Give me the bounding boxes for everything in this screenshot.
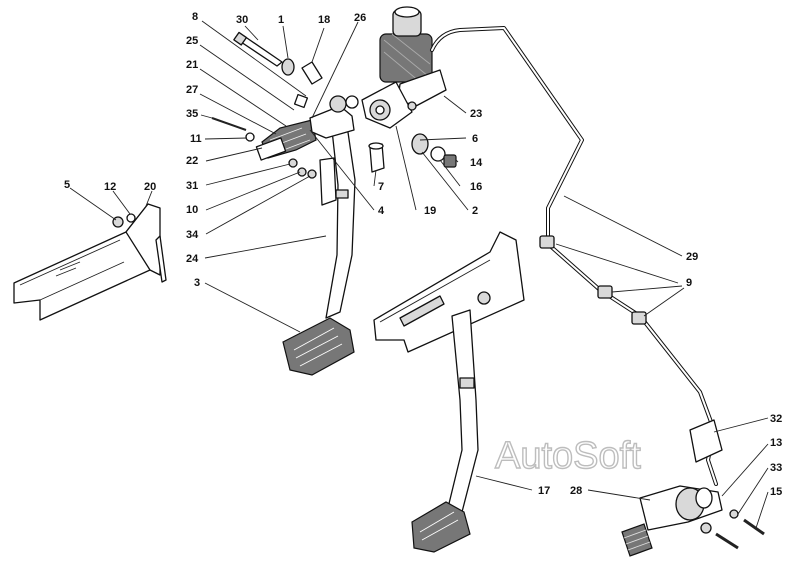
- callout-29: 29: [686, 251, 698, 263]
- callout-30: 30: [236, 14, 248, 26]
- callout-18: 18: [318, 14, 330, 26]
- callout-35: 35: [186, 108, 198, 120]
- slave-cylinder: [621, 485, 765, 557]
- pivot-bolt-parts: [233, 31, 323, 109]
- callout-24: 24: [186, 253, 199, 265]
- callout-34: 34: [186, 229, 199, 241]
- pedal-bracket-left: [13, 203, 167, 321]
- callout-28: 28: [570, 485, 582, 497]
- callout-2: 2: [472, 205, 478, 217]
- callout-20: 20: [144, 181, 156, 193]
- return-spring-group: [211, 95, 359, 179]
- callout-7: 7: [378, 181, 384, 193]
- callout-23: 23: [470, 108, 482, 120]
- callout-labels: 8 30 1 18 26 25 21 27 35 11 22 31 10 34 …: [64, 11, 782, 498]
- hydraulic-line: [430, 26, 723, 486]
- callout-26: 26: [354, 12, 366, 24]
- callout-21: 21: [186, 59, 198, 71]
- callout-3: 3: [194, 277, 200, 289]
- master-cylinder: [361, 6, 457, 173]
- leader-lines: [69, 20, 769, 529]
- callout-31: 31: [186, 180, 198, 192]
- callout-5: 5: [64, 179, 70, 191]
- callout-11: 11: [190, 133, 202, 145]
- callout-27: 27: [186, 84, 198, 96]
- pedal-box-lower: [373, 231, 525, 553]
- callout-6: 6: [472, 133, 478, 145]
- callout-1: 1: [278, 14, 284, 26]
- callout-13: 13: [770, 437, 782, 449]
- callout-4: 4: [378, 205, 385, 217]
- callout-14: 14: [470, 157, 483, 169]
- callout-33: 33: [770, 462, 782, 474]
- watermark: AutoSoft: [495, 435, 641, 477]
- callout-9: 9: [686, 277, 692, 289]
- callout-8: 8: [192, 11, 198, 23]
- callout-10: 10: [186, 204, 198, 216]
- callout-22: 22: [186, 155, 198, 167]
- callout-25: 25: [186, 35, 198, 47]
- callout-32: 32: [770, 413, 782, 425]
- callout-12: 12: [104, 181, 116, 193]
- callout-19: 19: [424, 205, 436, 217]
- callout-16: 16: [470, 181, 482, 193]
- clutch-pedal-upper: [282, 111, 356, 376]
- callout-15: 15: [770, 486, 782, 498]
- callout-17: 17: [538, 485, 550, 497]
